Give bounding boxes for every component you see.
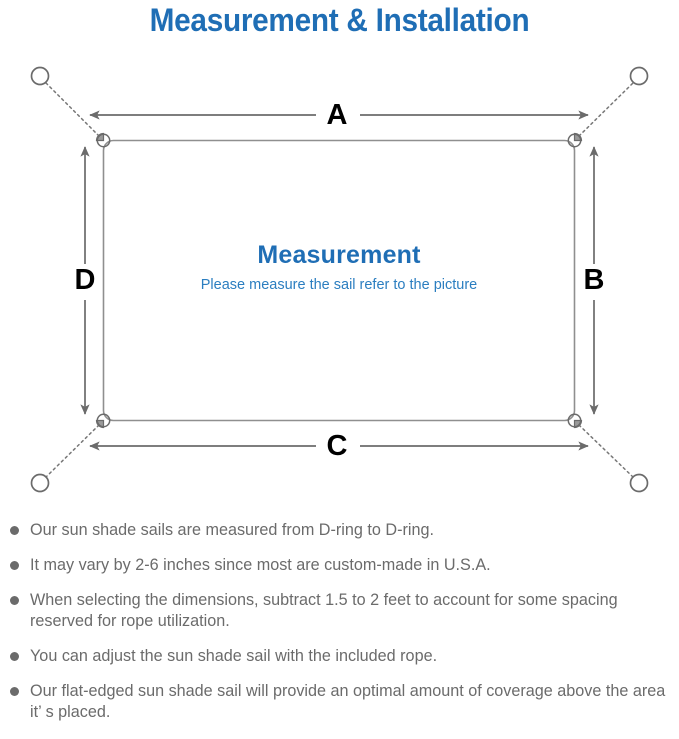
dimension-label-b: B	[578, 264, 610, 300]
rope-lines	[45, 82, 634, 478]
dimension-label-a: A	[316, 99, 358, 135]
anchor-bottom-left	[30, 473, 50, 493]
dimension-label-c: C	[316, 430, 358, 466]
anchor-top-left	[30, 66, 50, 86]
list-item-text: It may vary by 2-6 inches since most are…	[30, 556, 491, 574]
sail-center-text: Measurement Please measure the sail refe…	[104, 240, 574, 296]
anchor-points	[30, 66, 649, 493]
notes-list: Our sun shade sails are measured from D-…	[0, 520, 679, 737]
bullet-icon	[10, 596, 19, 605]
d-rings	[95, 132, 583, 429]
list-item-text: You can adjust the sun shade sail with t…	[30, 647, 438, 665]
bullet-icon	[10, 561, 19, 570]
bullet-icon	[10, 687, 19, 696]
rope-bottom-right	[578, 424, 634, 478]
d-ring-top-left	[95, 132, 111, 148]
bullet-icon	[10, 652, 19, 661]
sail-body	[102, 139, 576, 422]
rope-top-left	[45, 82, 100, 137]
list-item: Our flat-edged sun shade sail will provi…	[0, 681, 679, 723]
dimension-arrows	[80, 110, 599, 451]
sail-measurement-subtext: Please measure the sail refer to the pic…	[200, 277, 478, 293]
sail-measurement-diagram	[30, 66, 649, 493]
anchor-bottom-right	[629, 473, 649, 493]
list-item-text: Our flat-edged sun shade sail will provi…	[30, 682, 666, 721]
d-ring-bottom-left	[95, 413, 111, 429]
d-ring-bottom-right	[567, 413, 583, 429]
list-item-text: Our sun shade sails are measured from D-…	[30, 521, 434, 539]
list-item: It may vary by 2-6 inches since most are…	[0, 555, 679, 576]
list-item: You can adjust the sun shade sail with t…	[0, 646, 679, 667]
d-ring-top-right	[567, 132, 583, 148]
list-item: When selecting the dimensions, subtract …	[0, 590, 679, 632]
rope-bottom-left	[45, 424, 100, 478]
rope-top-right	[578, 82, 634, 137]
page-title: Measurement & Installation	[149, 2, 530, 38]
sail-measurement-heading: Measurement	[257, 241, 421, 269]
bullet-icon	[10, 526, 19, 535]
list-item-text: When selecting the dimensions, subtract …	[30, 591, 618, 630]
list-item: Our sun shade sails are measured from D-…	[0, 520, 679, 541]
dimension-label-d: D	[68, 264, 102, 300]
anchor-top-right	[629, 66, 649, 86]
